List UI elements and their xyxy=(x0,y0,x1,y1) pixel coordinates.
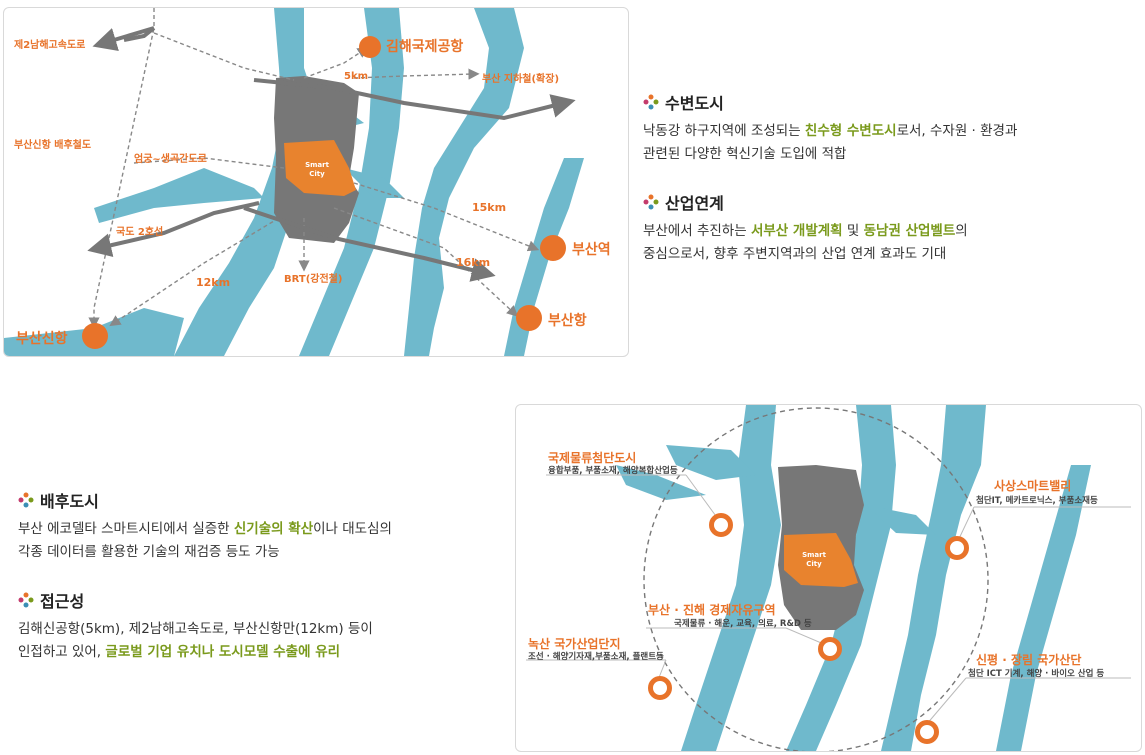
logistics-title: 국제물류첨단도시 xyxy=(548,451,637,465)
sinpyeong-subtitle: 첨단 ICT 기계, 해양 · 바이오 산업 등 xyxy=(968,669,1105,679)
industry-map-graphic xyxy=(526,405,1131,751)
ship-icon xyxy=(516,305,542,331)
hwy2-label: 제2남해고속도로 xyxy=(14,40,86,51)
feature-access: 접근성 김해신공항(5km), 제2남해고속도로, 부산신항만(12km) 등이… xyxy=(18,588,498,664)
text: 인접하고 있어, xyxy=(18,644,106,660)
smart-city-label: Smart City xyxy=(802,551,826,568)
industry-map: Smart City 국제물류첨단도시 융합부품, 부품소재, 해양복합산업등 … xyxy=(515,404,1142,752)
site-marker-sasang xyxy=(945,536,969,560)
busan-newport-rail-label: 부산신항 배후철도 xyxy=(14,140,92,151)
text: 낙동강 하구지역에 조성되는 xyxy=(643,123,805,139)
highlight: 친수형 수변도시 xyxy=(804,123,897,139)
pinwheel-icon xyxy=(18,592,34,608)
busan-station-label: 부산역 xyxy=(572,242,611,258)
route2-label: 국도 2호선 xyxy=(116,227,164,238)
highlight: 글로벌 기업 유치나 도시모델 수출에 유리 xyxy=(105,644,341,660)
feature-title: 접근성 xyxy=(40,592,85,611)
feature-title: 수변도시 xyxy=(665,94,724,113)
busan-newport-label: 부산신항 xyxy=(16,331,68,347)
dist-15km: 15km xyxy=(472,201,507,214)
brt-label: BRT(강전철) xyxy=(284,274,343,285)
text: 관련된 다양한 혁신기술 도입에 적합 xyxy=(643,146,847,162)
text: 의 xyxy=(955,223,968,239)
text: 부산에서 추진하는 xyxy=(643,223,751,239)
eomgung-road-label: 엄궁~생곡간도로 xyxy=(134,154,207,165)
dist-5km: 5km xyxy=(344,71,369,82)
feature-title: 산업연계 xyxy=(665,194,724,213)
site-marker-noksan xyxy=(648,676,672,700)
gimhae-airport-label: 김해국제공항 xyxy=(386,39,464,55)
sasang-title: 사상스마트밸리 xyxy=(994,479,1072,493)
text: 및 xyxy=(842,223,864,239)
highlight: 신기술의 확산 xyxy=(233,521,314,537)
sinpyeong-title: 신평 · 장림 국가산단 xyxy=(976,653,1082,667)
site-marker-logistics xyxy=(709,513,733,537)
text: 부산 에코델타 스마트시티에서 실증한 xyxy=(18,521,234,537)
highlight: 동남권 산업벨트 xyxy=(863,223,956,239)
transport-map: 제2남해고속도로 김해국제공항 5km 부산 지하철(확장) 부산신항 배후철도… xyxy=(3,7,629,357)
busan-port-label: 부산항 xyxy=(548,313,587,329)
airplane-icon xyxy=(359,36,381,58)
noksan-title: 녹산 국가산업단지 xyxy=(528,637,621,651)
transport-map-graphic xyxy=(4,8,584,356)
pinwheel-icon xyxy=(643,194,659,210)
busan-subway-label: 부산 지하철(확장) xyxy=(482,74,560,85)
text: 로서, 수자원 · 환경과 xyxy=(896,123,1018,139)
feature-title: 배후도시 xyxy=(40,492,99,511)
site-marker-sinpyeong xyxy=(915,720,939,744)
train-icon xyxy=(540,235,566,261)
highlight: 서부산 개발계획 xyxy=(750,223,843,239)
site-marker-jinhae xyxy=(818,637,842,661)
text: 김해신공항(5km), 제2남해고속도로, 부산신항만(12km) 등이 xyxy=(18,621,373,637)
sasang-subtitle: 첨단IT, 메카트로닉스, 부품소재등 xyxy=(976,496,1098,506)
feature-waterfront: 수변도시 낙동강 하구지역에 조성되는 친수형 수변도시로서, 수자원 · 환경… xyxy=(643,90,1123,166)
ship-icon xyxy=(82,323,108,349)
pinwheel-icon xyxy=(18,492,34,508)
text: 각종 데이터를 활용한 기술의 재검증 등도 가능 xyxy=(18,544,280,560)
noksan-subtitle: 조선 · 해양기자재,부품소재, 플랜트등 xyxy=(528,652,664,662)
text: 이나 대도심의 xyxy=(313,521,392,537)
logistics-subtitle: 융합부품, 부품소재, 해양복합산업등 xyxy=(548,466,678,476)
jinhae-subtitle: 국제물류 · 해운, 교육, 의료, R&D 등 xyxy=(674,619,812,629)
dist-16km: 16km xyxy=(456,256,491,269)
smart-city-label: Smart City xyxy=(305,161,329,178)
jinhae-title: 부산 · 진해 경제자유구역 xyxy=(648,603,776,617)
text: 중심으로서, 향후 주변지역과의 산업 연계 효과도 기대 xyxy=(643,246,947,262)
dist-12km: 12km xyxy=(196,276,231,289)
pinwheel-icon xyxy=(643,94,659,110)
